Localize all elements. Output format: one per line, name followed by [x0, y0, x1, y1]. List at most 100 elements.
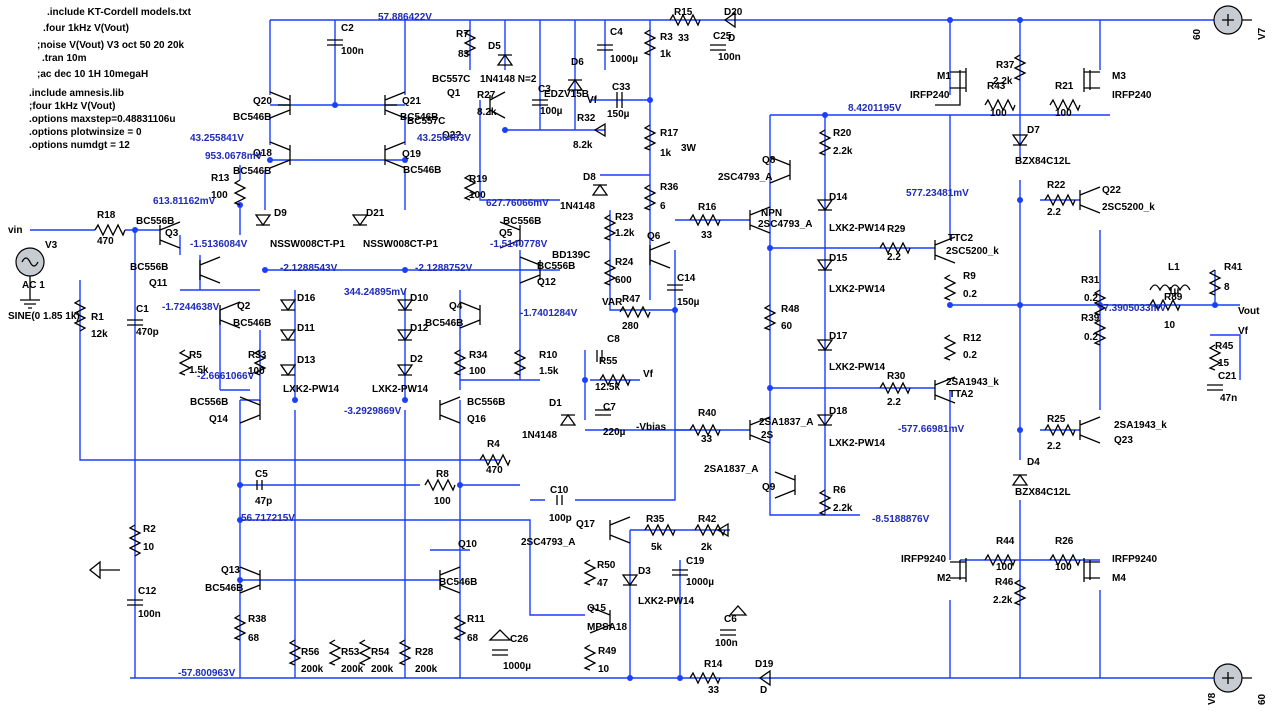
component-label: 600: [615, 275, 632, 286]
component-label: 2.2k: [833, 146, 853, 157]
component-label: 1.5k: [189, 365, 209, 376]
component-label: 12.5k: [595, 382, 620, 393]
component-label: -Vbias: [636, 422, 666, 433]
component-label: 100n: [715, 638, 738, 649]
component-label: C33: [612, 82, 631, 93]
component-label: C8: [607, 334, 620, 345]
component-label: D19: [755, 659, 774, 670]
component-label: C26: [510, 634, 529, 645]
component-label: D2: [410, 354, 423, 365]
component-label: R50: [597, 560, 616, 571]
component-label: Q13: [221, 565, 240, 576]
component-label: R37: [996, 60, 1015, 71]
component-label: Q10: [458, 539, 477, 550]
component-label: R13: [211, 173, 230, 184]
component-label: 0.2: [963, 289, 977, 300]
component-label: 100µ: [540, 106, 563, 117]
directive-line: .tran 10m: [42, 53, 87, 64]
component-label: C25: [713, 31, 732, 42]
component-label: R20: [833, 128, 852, 139]
directive-line: ;noise V(Vout) V3 oct 50 20 20k: [37, 40, 185, 51]
component-label: D: [760, 685, 767, 696]
component-label: 150µ: [607, 109, 630, 120]
component-label: BC546B: [233, 166, 271, 177]
component-label: Q12: [537, 277, 556, 288]
component-label: R29: [887, 224, 906, 235]
component-label: 1N4148 N=2: [480, 74, 537, 85]
component-label: R54: [371, 647, 390, 658]
component-label: M3: [1112, 71, 1126, 82]
node-voltage-label: 57.886422V: [378, 12, 432, 23]
component-label: R25: [1047, 414, 1066, 425]
component-label: 100: [996, 562, 1013, 573]
component-label: 2SC4793_A: [521, 537, 575, 548]
component-label: 2.2: [887, 252, 901, 263]
node-voltage-label: -1.7401284V: [520, 308, 578, 319]
component-label: 2SA1943_k: [946, 377, 999, 388]
component-label: 33: [708, 685, 720, 696]
directive-line: .include amnesis.lib: [29, 88, 124, 99]
component-label: Q2?: [442, 130, 461, 141]
component-label: 1.2k: [615, 228, 635, 239]
component-label: 1000µ: [503, 661, 531, 672]
component-label: BC556B: [190, 397, 228, 408]
component-label: D6: [571, 57, 584, 68]
node-voltage-label: -2.6661066V: [197, 371, 255, 382]
mosfets: [935, 68, 1100, 582]
component-label: 2SC4793_A: [758, 219, 812, 230]
component-label: Q2: [237, 301, 251, 312]
component-label: 2.2k: [833, 503, 853, 514]
component-label: D18: [829, 406, 848, 417]
component-label: R11: [467, 614, 485, 625]
component-label: 8.2k: [477, 107, 497, 118]
component-label: 2.2: [887, 397, 901, 408]
component-label: D11: [297, 323, 315, 334]
component-label: 10: [143, 542, 155, 553]
capacitors: [127, 39, 1223, 656]
component-label: R8: [436, 469, 449, 480]
component-label: Q5: [499, 228, 513, 239]
component-label: D21: [366, 208, 385, 219]
component-label: D5: [488, 41, 501, 52]
component-label: BC546B: [400, 112, 438, 123]
component-label: D12: [410, 323, 429, 334]
junctions: [132, 17, 1218, 681]
component-label: 200k: [415, 664, 438, 675]
component-label: 100: [469, 190, 486, 201]
component-label: M2: [937, 573, 951, 584]
component-label: LXK2-PW14: [283, 384, 340, 395]
component-label: BC556B: [503, 216, 541, 227]
source-v8-name: V8: [1207, 692, 1218, 705]
component-label: 8: [1224, 282, 1230, 293]
component-label: BC557C: [432, 74, 470, 85]
component-label: 68: [467, 633, 479, 644]
component-label: 2k: [701, 542, 713, 553]
component-label: C10: [550, 485, 569, 496]
component-label: Q8: [762, 155, 776, 166]
component-label: 47n: [1220, 393, 1237, 404]
component-label: 47: [597, 578, 609, 589]
component-label: Vf: [587, 95, 598, 106]
component-label: R27: [477, 90, 496, 101]
component-label: BC556B: [130, 262, 168, 273]
component-label: BC546B: [205, 583, 243, 594]
component-label: Q16: [467, 414, 486, 425]
component-label: R38: [248, 614, 267, 625]
component-label: R7: [456, 29, 469, 40]
component-label: 2.2: [1047, 441, 1061, 452]
component-label: D16: [297, 293, 316, 304]
component-label: R35: [646, 514, 665, 525]
component-label: C2: [341, 23, 354, 34]
component-label: R15: [674, 7, 693, 18]
component-label: R41: [1224, 262, 1243, 273]
component-label: BC556B: [537, 261, 575, 272]
component-label: R43: [987, 81, 1006, 92]
component-label: R42: [698, 514, 717, 525]
component-label: R12: [963, 333, 982, 344]
component-label: R39: [1081, 313, 1100, 324]
resistors: [73, 13, 1222, 685]
component-label: 10: [598, 664, 610, 675]
component-label: BC546B: [403, 165, 441, 176]
